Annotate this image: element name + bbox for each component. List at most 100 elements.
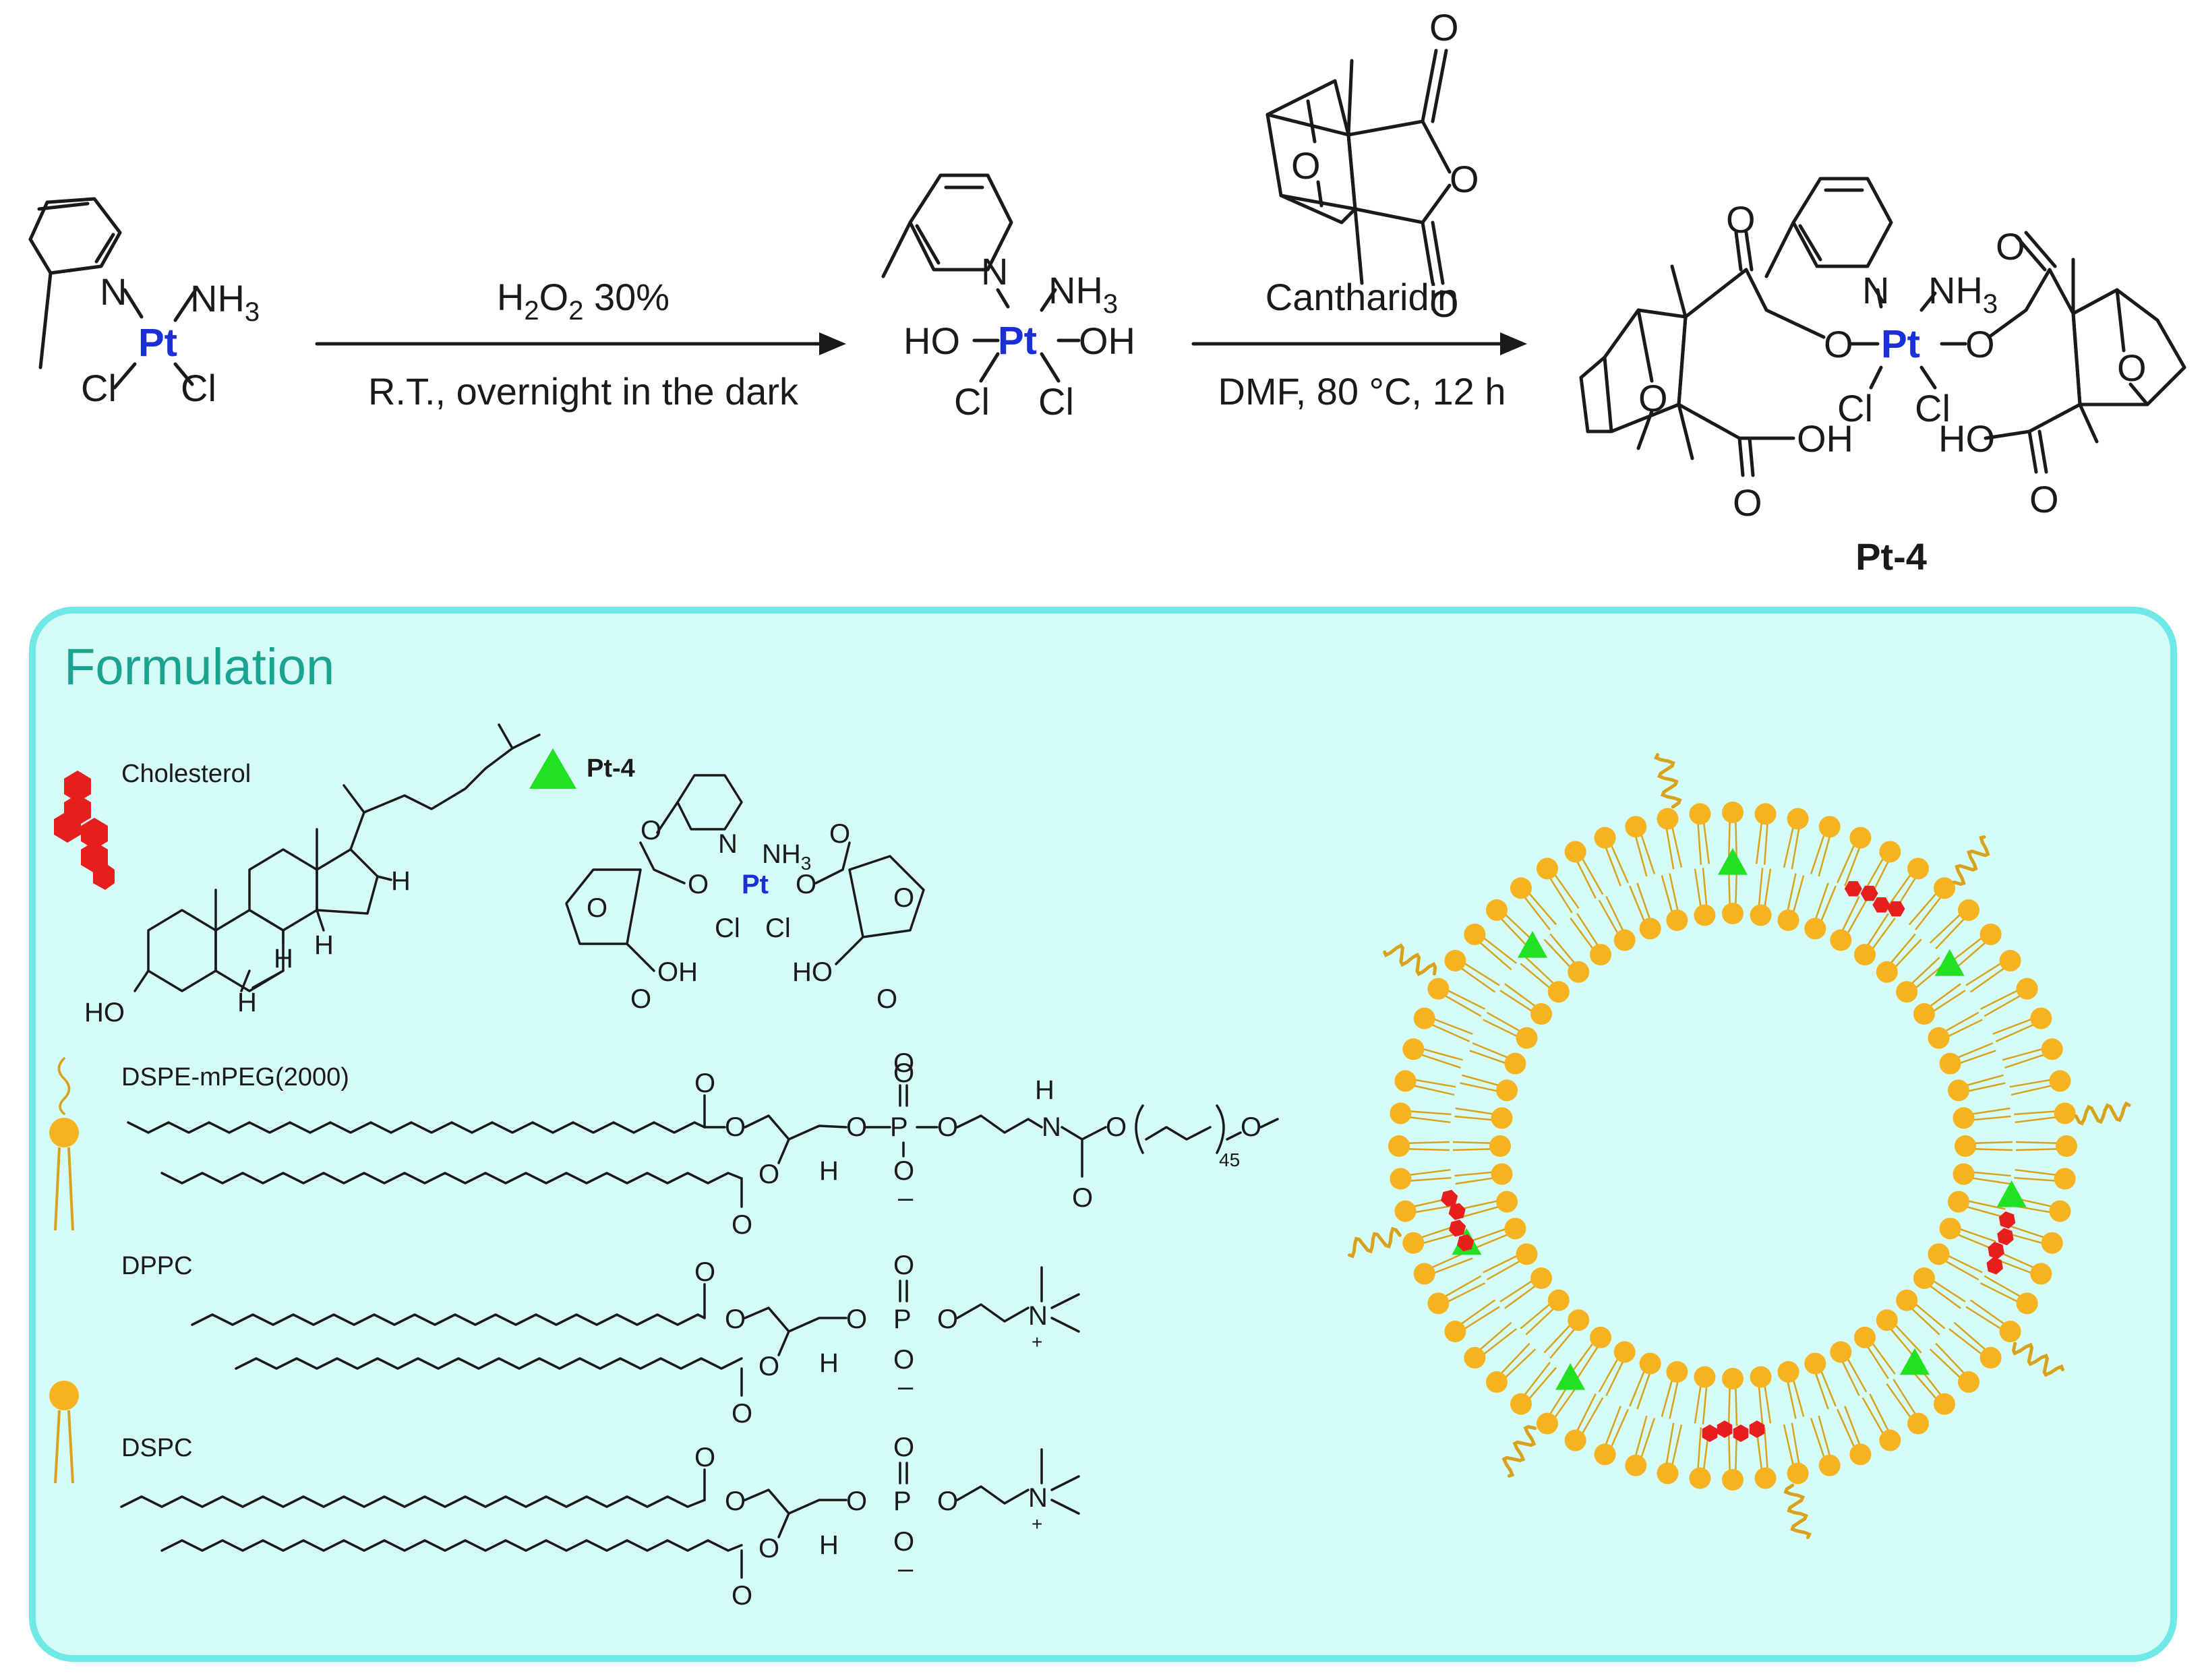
atom-o: O (846, 1487, 867, 1516)
cholesterol-marker-icon (1844, 881, 1905, 917)
conditions-step2: DMF, 80 °C, 12 h (1218, 370, 1506, 413)
atom-o: O (1726, 198, 1756, 241)
atom-cl: Cl (765, 913, 791, 943)
atom-o: O (1450, 158, 1479, 200)
lipid-head (1657, 1462, 1679, 1484)
lipid-head (1547, 1289, 1570, 1311)
pt4-marker-icon (1718, 848, 1748, 875)
lipid-head (1913, 1267, 1935, 1289)
lipid-head (1510, 1393, 1532, 1415)
atom-nh3: NH3 (1928, 269, 1998, 319)
pt4-marker-icon (1518, 931, 1547, 958)
atom-o: O (725, 1487, 746, 1516)
dppc-structure: O O O O H O P O O – O N + (191, 1251, 1080, 1429)
starting-pt-complex: N NH3 Pt Cl Cl (28, 197, 260, 409)
atom-n: N (1028, 1301, 1048, 1331)
atom-o: O (1733, 481, 1762, 524)
lipid-head (1625, 816, 1647, 838)
lipid-head (1639, 918, 1661, 940)
charge-minus: – (898, 1554, 914, 1584)
atom-o: O (641, 816, 661, 845)
reaction-arrow-2: Cantharidin DMF, 80 °C, 12 h (1191, 276, 1527, 413)
lipid-head (1689, 803, 1711, 825)
atom-cl: Cl (81, 367, 117, 409)
cholesterol-marker-icon (1441, 1189, 1475, 1252)
lipid-head (1536, 1412, 1558, 1435)
lipid-head (2030, 1263, 2052, 1285)
lipid-head (1928, 1027, 1950, 1049)
atom-ho: HO (903, 320, 960, 362)
lipid-head (1939, 1052, 1961, 1075)
atom-o: O (694, 1443, 715, 1472)
lipid-head (1722, 903, 1744, 924)
formulation-title: Formulation (64, 638, 334, 696)
lipid-head (1594, 1443, 1616, 1466)
atom-ho: HO (792, 957, 833, 987)
atom-o: O (893, 1048, 914, 1078)
atom-o: O (694, 1257, 715, 1287)
atom-h: H (1035, 1075, 1054, 1105)
legend-dspc: DSPC O O O O H O P O O – O (49, 1381, 1080, 1611)
platinum-atom: Pt (998, 319, 1037, 363)
cholesterol-ring (1457, 1234, 1475, 1252)
legend-label-dppc: DPPC (121, 1252, 193, 1280)
product-label-pt4: Pt-4 (1855, 535, 1927, 578)
lipid-head (1787, 808, 1809, 830)
cholesterol-ring (1860, 885, 1878, 901)
atom-o: O (893, 1058, 914, 1088)
lipid-head (1510, 877, 1532, 899)
lipid-head (1516, 1243, 1538, 1265)
cholesterol-ring (1717, 1420, 1733, 1438)
charge-minus: – (898, 1372, 914, 1402)
atom-o: O (1241, 1112, 1261, 1142)
lipid-head (1818, 816, 1841, 838)
lipid-head (1657, 808, 1679, 830)
lipid-head (1530, 1267, 1553, 1289)
atom-o: O (893, 1345, 914, 1375)
lipid-head (1536, 858, 1558, 880)
peg-chain (2011, 1342, 2064, 1377)
lipid-head (1787, 1462, 1809, 1484)
lipid-head (1390, 1168, 1412, 1190)
lipid-head (1464, 1347, 1486, 1369)
atom-ho: HO (84, 998, 125, 1027)
lipid-head (1999, 1321, 2021, 1343)
atom-o: O (725, 1112, 746, 1142)
lipid-head (1568, 961, 1590, 983)
legend-label-pt4: Pt-4 (587, 754, 635, 783)
lipid-head (1639, 1352, 1661, 1375)
lipid-head (1694, 904, 1716, 926)
atom-o: O (694, 1069, 715, 1098)
atom-cl: Cl (1038, 380, 1074, 423)
atom-h: H (819, 1530, 839, 1560)
atom-n: N (718, 829, 738, 859)
atom-o: O (1638, 377, 1668, 419)
lipid-head (1853, 1326, 1876, 1348)
cholesterol-ring (1872, 897, 1890, 913)
lipid-head (1444, 1321, 1466, 1343)
lipid-head (1830, 1341, 1852, 1363)
atom-o: O (1291, 144, 1321, 187)
lipid-head (1402, 1038, 1425, 1060)
platinum-atom: Pt (138, 321, 177, 365)
lipid-head (1928, 1243, 1950, 1265)
atom-h: H (391, 866, 411, 896)
legend-label-dspc: DSPC (121, 1434, 193, 1462)
lipid-head (1722, 1368, 1744, 1389)
peg-chain (2074, 1101, 2131, 1126)
atom-o: O (688, 870, 709, 899)
peg-chain (1953, 835, 1990, 887)
atom-p: P (893, 1304, 912, 1334)
liposome-illustration (1348, 753, 2131, 1539)
atom-nh3: NH3 (190, 277, 260, 327)
dspc-structure: O O O O H O P O O – O N + (120, 1433, 1080, 1611)
platinum-atom: Pt (742, 870, 769, 899)
lipid-head (1849, 1443, 1872, 1466)
lipid-head (1853, 944, 1876, 966)
lipid-head (1491, 1163, 1513, 1185)
lipid-head (1907, 1412, 1930, 1435)
lipid-head (1613, 1341, 1636, 1363)
atom-oh: OH (1079, 320, 1135, 362)
lipid-head (1694, 1366, 1716, 1388)
